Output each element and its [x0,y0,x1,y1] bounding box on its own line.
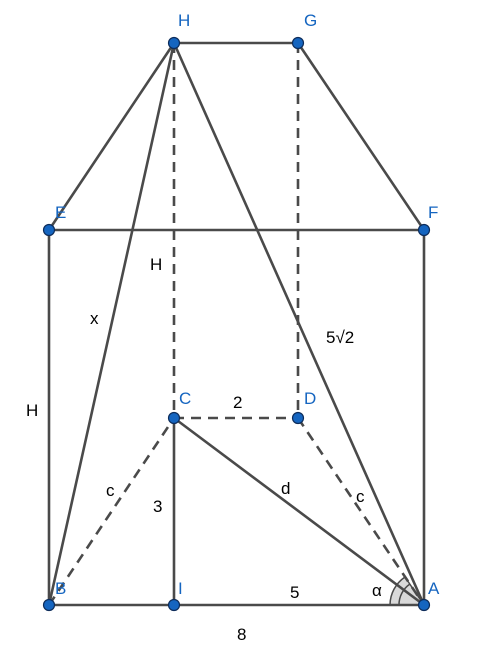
point-h[interactable] [167,36,181,50]
label-e: E [55,203,66,222]
edge-b-c [47,417,176,606]
label-h: H [178,11,190,30]
point-c[interactable] [167,411,181,425]
point-d[interactable] [291,411,305,425]
angle-alpha-arc [398,583,411,606]
edge-g-f [296,41,426,232]
measure-ca: d [281,479,290,498]
point-e[interactable] [42,223,56,237]
point-a[interactable] [417,598,431,612]
measure-cd: 2 [233,393,242,412]
edge-h-e [47,41,176,232]
label-a: A [428,579,440,598]
point-f[interactable] [417,223,431,237]
measure-da: c [356,487,365,506]
label-i: I [178,579,183,598]
edge-h-a [172,41,426,607]
measure-h-left: H [26,401,38,420]
measure-ia: 5 [290,583,299,602]
point-b[interactable] [42,598,56,612]
measure-bc: c [106,481,115,500]
label-b: B [55,579,66,598]
measure-ba: 8 [237,625,246,644]
point-i[interactable] [167,598,181,612]
label-c: C [179,389,191,408]
measure-alpha: α [372,581,382,600]
label-d: D [304,389,316,408]
label-g: G [304,11,317,30]
edge-c-a [172,416,426,607]
measure-diag-ha: 5√2 [326,328,354,347]
point-g[interactable] [291,36,305,50]
label-f: F [428,203,438,222]
edge-d-a [296,417,426,606]
measure-ci: 3 [153,497,162,516]
measure-h-inner: H [150,255,162,274]
edge-h-b [47,41,176,607]
measure-x: x [90,309,99,328]
